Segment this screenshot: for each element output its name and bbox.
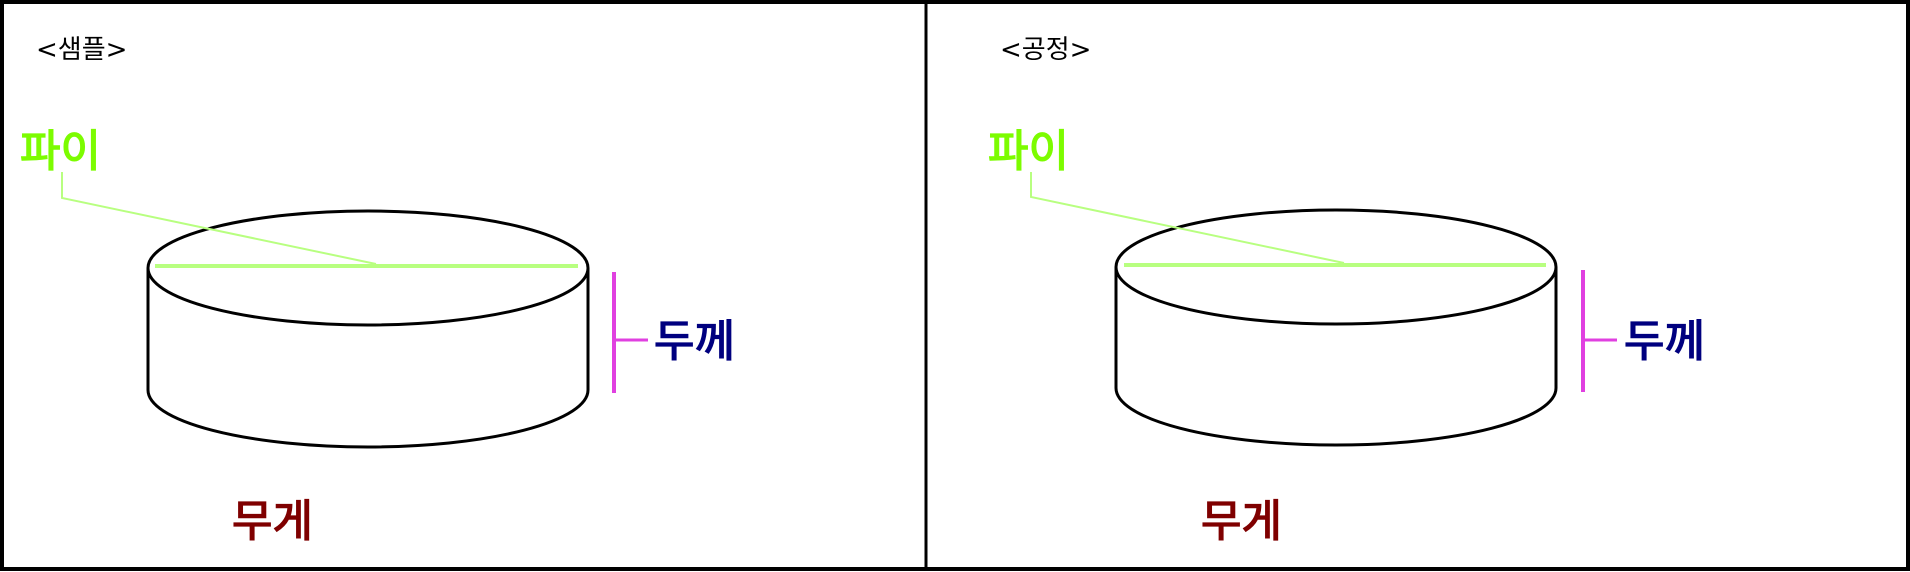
panel-process: <공정> 파이 두께 무게: [988, 35, 1705, 547]
cylinder: [146, 209, 590, 449]
panel-sample: <샘플> 파이 두께 무게: [20, 35, 735, 547]
cylinder-body: [1114, 267, 1558, 447]
thickness-bracket: [1581, 270, 1617, 392]
cylinder-body: [146, 268, 590, 449]
diameter-leader-line: [61, 172, 377, 265]
cylinder-top: [1114, 208, 1558, 326]
weight-label: 무게: [232, 496, 313, 547]
diameter-leader-line: [1030, 172, 1345, 264]
panel-title: <공정>: [1000, 35, 1091, 65]
panel-title: <샘플>: [36, 35, 127, 65]
diameter-label: 파이: [20, 126, 101, 177]
weight-label: 무게: [1201, 496, 1282, 547]
thickness-label: 두께: [654, 316, 735, 367]
thickness-bracket: [612, 272, 648, 393]
cylinder: [1114, 208, 1558, 447]
thickness-label: 두께: [1624, 316, 1705, 367]
cylinder-top: [146, 209, 590, 327]
diameter-label: 파이: [988, 126, 1069, 177]
